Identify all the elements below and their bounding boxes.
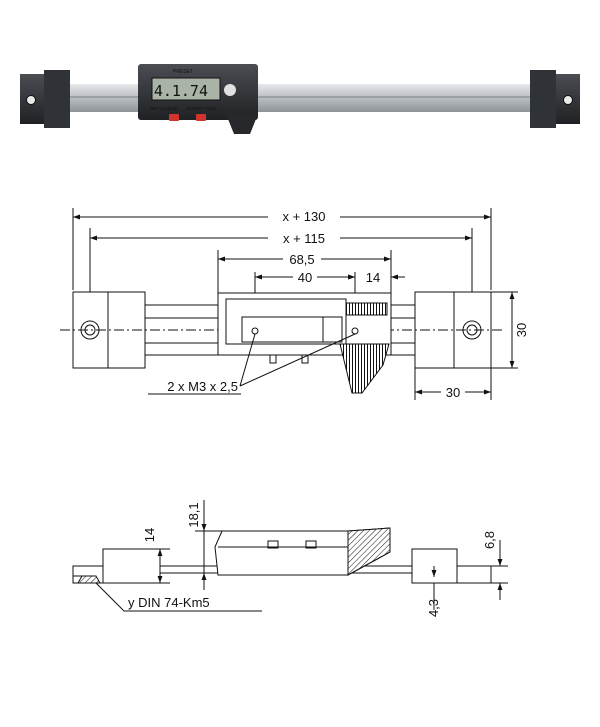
dim-top-label: 18,1 xyxy=(186,502,201,527)
slider-window xyxy=(225,298,347,345)
dim-left-label: 14 xyxy=(142,528,157,542)
dim-right-bottom-label: 4,3 xyxy=(426,599,441,617)
dim-slider-label: 68,5 xyxy=(289,252,314,267)
right-end-block-front xyxy=(530,70,556,128)
thread-note-label: 2 x M3 x 2,5 xyxy=(167,379,238,394)
screw-head-2 xyxy=(301,354,309,364)
leader-din xyxy=(95,582,262,612)
slider-inner-recess xyxy=(241,316,343,343)
device-photo: PRESET 4.1.74 REF mm/inch ON/OFF HOLD xyxy=(20,64,580,134)
label-bg-slider xyxy=(283,251,321,267)
lcd-reading: 4.1.74 xyxy=(154,82,208,100)
head-clamp xyxy=(226,114,258,134)
din-note-label: y DIN 74-Km5 xyxy=(128,595,210,610)
screw-head-1 xyxy=(269,354,277,364)
lcd-display xyxy=(151,77,221,101)
side-screw-2 xyxy=(305,540,317,549)
left-mount-hole xyxy=(26,95,36,105)
clamp-knurl-bottom xyxy=(339,343,390,394)
side-left-block xyxy=(102,548,161,584)
front-view-labels: x + 130 x + 115 68,5 40 14 30 30 2 x M3 … xyxy=(148,208,529,400)
dim-right-top-label: 6,8 xyxy=(482,531,497,549)
label-onoff: ON/OFF HOLD xyxy=(186,106,218,111)
dim-total-label: x + 130 xyxy=(282,209,325,224)
label-preset: PRESET xyxy=(173,69,193,75)
side-right-foot xyxy=(456,565,492,584)
dim-threads-label: 40 xyxy=(298,270,312,285)
side-left-wedge xyxy=(77,575,101,584)
label-bg-threads xyxy=(293,269,317,285)
brand-logo xyxy=(224,84,236,96)
side-screw-1 xyxy=(267,540,279,549)
label-ref: REF mm/inch xyxy=(150,106,178,111)
clamp-knurl-top xyxy=(345,302,388,316)
front-view xyxy=(60,208,518,400)
scale-rail xyxy=(60,84,540,112)
side-view xyxy=(72,500,508,612)
side-view-labels: 18,1 14 6,8 4,3 y DIN 74-Km5 xyxy=(128,502,497,617)
label-bg-block xyxy=(441,385,465,400)
left-end-block-front xyxy=(44,70,70,128)
dim-block-label: 30 xyxy=(446,385,460,400)
label-bg-total xyxy=(268,208,340,224)
dim-height-label: 30 xyxy=(514,323,529,337)
dim-holes-label: x + 115 xyxy=(283,231,325,246)
ref-button xyxy=(169,114,179,121)
side-clamp-hatch xyxy=(347,527,391,576)
hold-button xyxy=(196,114,206,121)
leader-thread-2 xyxy=(239,333,356,387)
label-bg-holes xyxy=(268,230,340,246)
right-mount-hole xyxy=(563,95,573,105)
leader-thread-1 xyxy=(239,333,256,387)
dim-offset-label: 14 xyxy=(366,270,380,285)
